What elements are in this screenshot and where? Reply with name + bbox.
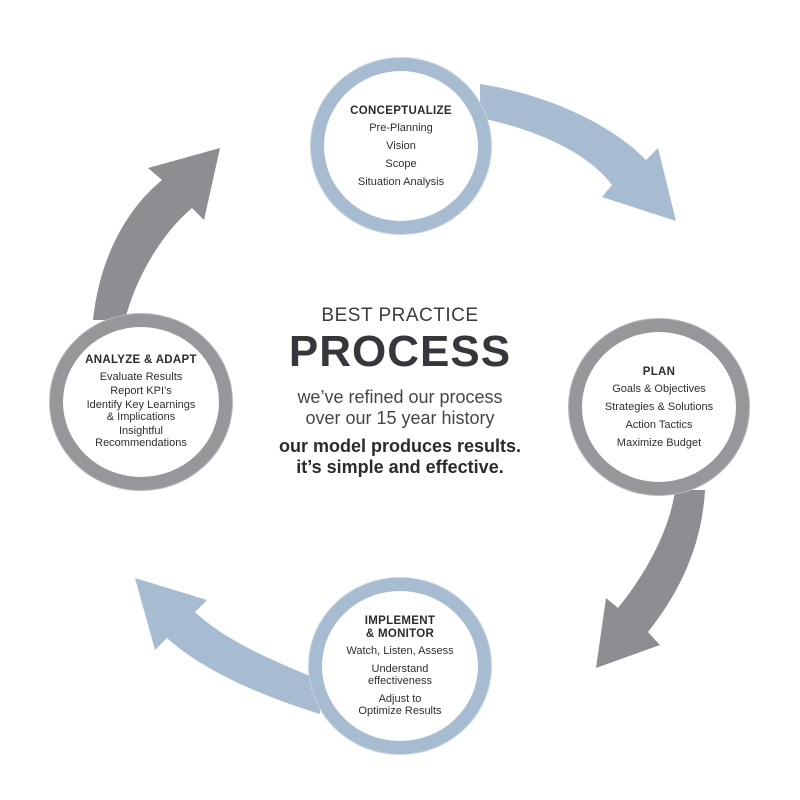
node-plan-item: Goals & Objectives	[612, 382, 706, 395]
node-conceptualize-item: Situation Analysis	[357, 175, 445, 188]
arrow-implement-to-analyze	[135, 578, 320, 714]
center-headline: BEST PRACTICE PROCESS we’ve refined our …	[230, 305, 570, 478]
node-analyze-title: ANALYZE & ADAPT	[85, 353, 197, 366]
node-conceptualize-title: CONCEPTUALIZE	[350, 104, 452, 117]
node-implement-item: Watch, Listen, Assess	[346, 645, 454, 657]
arrow-conceptualize-to-plan	[480, 84, 676, 221]
node-conceptualize-item: Pre-Planning	[369, 121, 433, 134]
node-implement-item: Understand effectiveness	[367, 663, 432, 687]
node-analyze-item: Report KPI’s	[110, 384, 172, 397]
node-plan-item: Action Tactics	[625, 418, 693, 431]
node-implement-item: Adjust to Optimize Results	[358, 693, 442, 717]
node-implement-monitor: IMPLEMENT & MONITOR Watch, Listen, Asses…	[309, 578, 491, 754]
node-analyze-item: Insightful Recommendations	[95, 424, 187, 449]
center-bold-line-2: it’s simple and effective.	[296, 457, 504, 477]
node-plan-item: Maximize Budget	[616, 436, 702, 449]
center-bold-line-1: our model produces results.	[278, 436, 522, 456]
center-title: PROCESS	[288, 327, 512, 376]
node-conceptualize-item: Vision	[386, 139, 416, 152]
node-plan: PLAN Goals & Objectives Strategies & Sol…	[569, 319, 749, 495]
center-subtitle-line-1: we’ve refined our process	[297, 387, 503, 407]
node-plan-item: Strategies & Solutions	[604, 400, 714, 413]
arrow-analyze-to-conceptualize	[93, 148, 220, 320]
node-conceptualize-item: Scope	[385, 157, 417, 170]
node-analyze-item: Identify Key Learnings & Implications	[86, 398, 196, 423]
node-plan-title: PLAN	[642, 365, 676, 378]
node-analyze-item: Evaluate Results	[99, 370, 183, 383]
node-implement-title: IMPLEMENT & MONITOR	[364, 615, 436, 640]
node-conceptualize: CONCEPTUALIZE Pre-Planning Vision Scope …	[311, 58, 491, 234]
center-eyebrow: BEST PRACTICE	[321, 305, 479, 326]
center-subtitle-line-2: over our 15 year history	[305, 408, 495, 428]
arrow-plan-to-implement	[596, 490, 705, 668]
node-analyze-adapt: ANALYZE & ADAPT Evaluate Results Report …	[50, 314, 232, 490]
